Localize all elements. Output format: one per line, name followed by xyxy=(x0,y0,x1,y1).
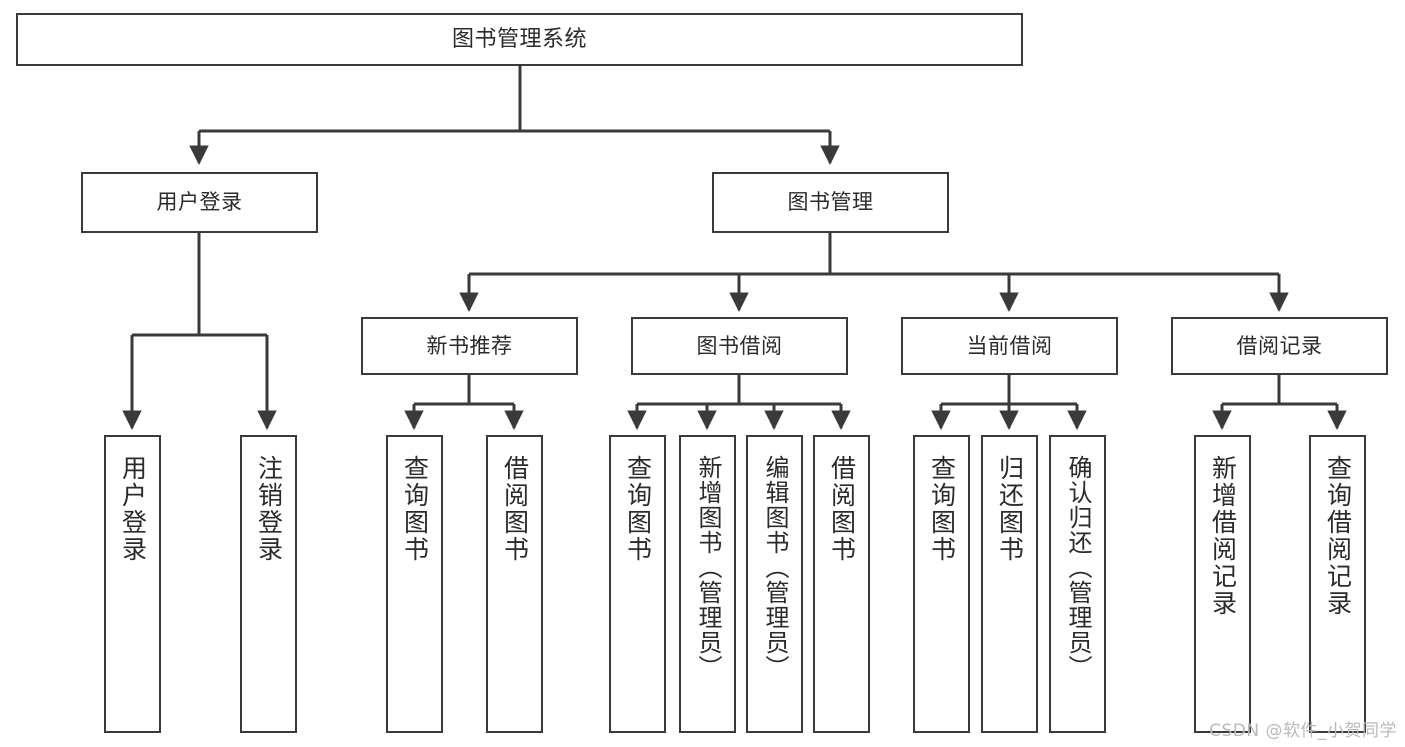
node-new-book-recommend[interactable]: 新书推荐 xyxy=(361,317,578,375)
node-label: 借阅图书 xyxy=(827,455,857,563)
node-current-borrow[interactable]: 当前借阅 xyxy=(901,317,1118,375)
node-label: 查询图书 xyxy=(927,455,957,563)
node-label: 借阅记录 xyxy=(1236,333,1323,358)
node-label: 确认归还（管理员） xyxy=(1063,455,1092,680)
leaf-current-borrow-confirm-return-admin[interactable]: 确认归还（管理员） xyxy=(1049,435,1106,733)
node-label: 当前借阅 xyxy=(966,333,1053,358)
leaf-borrow-record-query-record[interactable]: 查询借阅记录 xyxy=(1309,435,1366,733)
node-borrow-record[interactable]: 借阅记录 xyxy=(1171,317,1388,375)
leaf-new-book-borrow-book[interactable]: 借阅图书 xyxy=(486,435,543,733)
leaf-new-book-query-book[interactable]: 查询图书 xyxy=(386,435,443,733)
leaf-current-borrow-query-book[interactable]: 查询图书 xyxy=(913,435,970,733)
node-root-book-management-system[interactable]: 图书管理系统 xyxy=(16,13,1023,66)
node-label: 用户登录 xyxy=(156,190,243,215)
node-label: 归还图书 xyxy=(995,455,1025,563)
node-label: 查询图书 xyxy=(400,455,430,563)
node-label: 查询借阅记录 xyxy=(1323,455,1353,617)
node-book-borrow[interactable]: 图书借阅 xyxy=(631,317,848,375)
node-label: 查询图书 xyxy=(623,455,653,563)
leaf-current-borrow-return-book[interactable]: 归还图书 xyxy=(981,435,1038,733)
node-label: 图书借阅 xyxy=(696,333,783,358)
node-label: 新增借阅记录 xyxy=(1208,455,1238,617)
node-label: 编辑图书（管理员） xyxy=(760,455,789,680)
leaf-user-login-login[interactable]: 用户登录 xyxy=(104,435,161,733)
leaf-book-borrow-query-book[interactable]: 查询图书 xyxy=(609,435,666,733)
leaf-borrow-record-add-record[interactable]: 新增借阅记录 xyxy=(1194,435,1251,733)
node-user-login[interactable]: 用户登录 xyxy=(81,172,318,233)
leaf-book-borrow-edit-book-admin[interactable]: 编辑图书（管理员） xyxy=(746,435,803,733)
node-label: 借阅图书 xyxy=(500,455,530,563)
node-book-management[interactable]: 图书管理 xyxy=(712,172,949,233)
leaf-user-login-logout[interactable]: 注销登录 xyxy=(240,435,297,733)
node-label: 注销登录 xyxy=(254,455,284,563)
node-label: 新增图书（管理员） xyxy=(693,455,722,680)
watermark-text: CSDN @软件_小贺同学 xyxy=(1209,721,1397,741)
node-label: 图书管理 xyxy=(787,190,874,215)
node-label: 用户登录 xyxy=(118,455,148,563)
node-label: 图书管理系统 xyxy=(451,26,587,52)
leaf-book-borrow-borrow-book[interactable]: 借阅图书 xyxy=(813,435,870,733)
leaf-book-borrow-add-book-admin[interactable]: 新增图书（管理员） xyxy=(679,435,736,733)
node-label: 新书推荐 xyxy=(426,333,513,358)
